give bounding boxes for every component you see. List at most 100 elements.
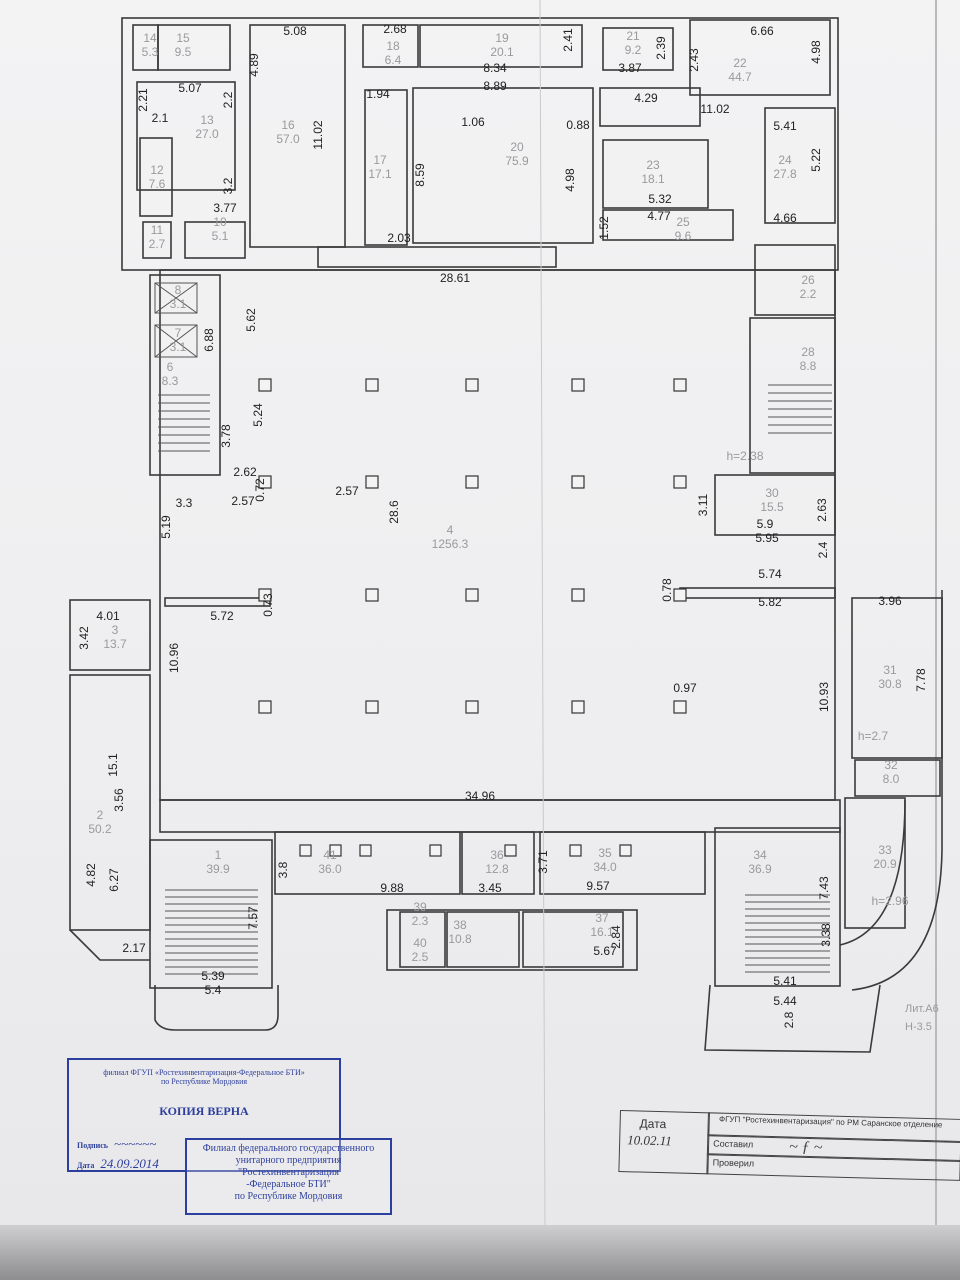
signature: ~ ƒ ~ bbox=[788, 1138, 823, 1157]
room-area: 27.8 bbox=[773, 167, 797, 181]
height-label: h=2.38 bbox=[726, 449, 763, 463]
column bbox=[571, 700, 585, 714]
dimension-label: 2.62 bbox=[233, 465, 257, 479]
column bbox=[465, 700, 479, 714]
dimension-label: 15.1 bbox=[106, 753, 120, 777]
room-area: 20.9 bbox=[873, 857, 897, 871]
room-area: 5.1 bbox=[212, 229, 229, 243]
room-wall bbox=[164, 597, 271, 607]
entrance-porch-left bbox=[154, 985, 279, 1031]
dimension-label: 1.52 bbox=[597, 216, 611, 240]
dimension-label: 5.4 bbox=[205, 983, 222, 997]
room-area: 27.0 bbox=[195, 127, 219, 141]
dimension-label: 5.39 bbox=[201, 969, 225, 983]
dimension-label: 5.07 bbox=[178, 81, 202, 95]
room-number: 18 bbox=[386, 39, 400, 53]
column bbox=[429, 844, 442, 857]
column bbox=[571, 588, 585, 602]
dimension-label: 5.32 bbox=[648, 192, 672, 206]
dimension-label: 3.71 bbox=[536, 850, 550, 874]
stair-treads bbox=[158, 384, 832, 975]
room-labels: 139.9250.2313.741256.368.373.183.1105.11… bbox=[88, 29, 902, 964]
column bbox=[365, 700, 379, 714]
room-number: 8 bbox=[175, 283, 182, 297]
elevator-cross bbox=[154, 324, 198, 358]
column bbox=[504, 844, 517, 857]
copy-certified-stamp: филиал ФГУП «Ростехинвентаризация-Федера… bbox=[67, 1058, 341, 1172]
dimension-label: 5.41 bbox=[773, 974, 797, 988]
dimension-label: 3.11 bbox=[696, 493, 710, 516]
dimension-label: 4.66 bbox=[773, 211, 797, 225]
room-wall bbox=[854, 759, 941, 797]
dimension-label: 4.98 bbox=[563, 168, 577, 192]
room-wall bbox=[184, 221, 246, 259]
dimension-label: 2.4 bbox=[816, 541, 830, 558]
room-number: 7 bbox=[175, 326, 182, 340]
dimension-label: 10.93 bbox=[817, 682, 831, 712]
room-number: 22 bbox=[733, 56, 747, 70]
room-area: 15.5 bbox=[760, 500, 784, 514]
dimension-label: 2.84 bbox=[609, 925, 623, 949]
room-number: 16 bbox=[281, 118, 295, 132]
branch-line: по Республике Мордовия bbox=[234, 1191, 343, 1202]
dimension-label: 1.06 bbox=[461, 115, 485, 129]
entrance-porch-right bbox=[704, 984, 881, 1053]
dimension-label: 8.34 bbox=[483, 61, 507, 75]
dimension-label: 2.8 bbox=[782, 1011, 796, 1028]
room-area: 7.6 bbox=[149, 177, 166, 191]
room-number: 12 bbox=[150, 163, 164, 177]
room-area: 12.8 bbox=[485, 862, 509, 876]
room-wall bbox=[69, 599, 151, 671]
column bbox=[329, 844, 342, 857]
outer-curved-wall bbox=[851, 590, 943, 991]
room-number: 15 bbox=[176, 31, 190, 45]
room-number: 23 bbox=[646, 158, 660, 172]
dimension-label: 10.96 bbox=[167, 643, 181, 673]
room-number: 39 bbox=[413, 900, 427, 914]
room-area: 39.9 bbox=[206, 862, 230, 876]
column bbox=[258, 700, 272, 714]
branch-line: -Федеральное БТИ" bbox=[246, 1179, 331, 1190]
column bbox=[571, 475, 585, 489]
dimension-label: 11.02 bbox=[311, 120, 325, 149]
dimension-label: 3.42 bbox=[77, 626, 91, 650]
room-wall bbox=[689, 19, 831, 96]
stamp-title: КОПИЯ ВЕРНА bbox=[159, 1104, 249, 1118]
room-wall bbox=[142, 221, 172, 259]
room-area: 30.8 bbox=[878, 677, 902, 691]
room-area: 75.9 bbox=[505, 154, 529, 168]
room-wall bbox=[412, 87, 594, 244]
room-number: 10 bbox=[213, 215, 227, 229]
branch-line: Филиал федерального государственного bbox=[202, 1143, 375, 1154]
room-wall bbox=[602, 139, 709, 209]
height-label: h=2.96 bbox=[871, 894, 908, 908]
signature: ~~~~~~ bbox=[114, 1136, 157, 1151]
litera-text: Лит.А6 bbox=[905, 1003, 939, 1015]
room-number: 32 bbox=[884, 758, 898, 772]
dimension-label: 28.61 bbox=[440, 271, 470, 285]
column bbox=[365, 475, 379, 489]
room-area: 20.1 bbox=[490, 45, 514, 59]
dimension-label: 0.73 bbox=[261, 593, 275, 617]
dimension-label: 3.77 bbox=[213, 201, 237, 215]
stairs-and-details bbox=[69, 0, 943, 1231]
elevator-shaft-8 bbox=[154, 282, 198, 314]
room-area: 16.1 bbox=[590, 925, 614, 939]
dimension-label: 2.68 bbox=[383, 22, 407, 36]
room-area: 17.1 bbox=[368, 167, 392, 181]
room-number: 24 bbox=[778, 153, 792, 167]
date-value: 24.09.2014 bbox=[100, 1156, 159, 1171]
dimension-label: 6.66 bbox=[750, 24, 774, 38]
stamp-org: филиал ФГУП «Ростехинвентаризация-Федера… bbox=[103, 1068, 305, 1077]
room-area: 10.8 bbox=[448, 932, 472, 946]
room-number: 4 bbox=[447, 523, 454, 537]
room-wall bbox=[249, 24, 346, 248]
room-number: 40 bbox=[413, 936, 427, 950]
checked-label: Проверил bbox=[712, 1157, 755, 1169]
column bbox=[571, 378, 585, 392]
room-wall bbox=[844, 797, 906, 929]
room-area: 36.0 bbox=[318, 862, 342, 876]
room-wall bbox=[159, 799, 841, 833]
floor-plan: 139.9250.2313.741256.368.373.183.1105.11… bbox=[69, 0, 943, 1231]
column bbox=[299, 844, 312, 857]
